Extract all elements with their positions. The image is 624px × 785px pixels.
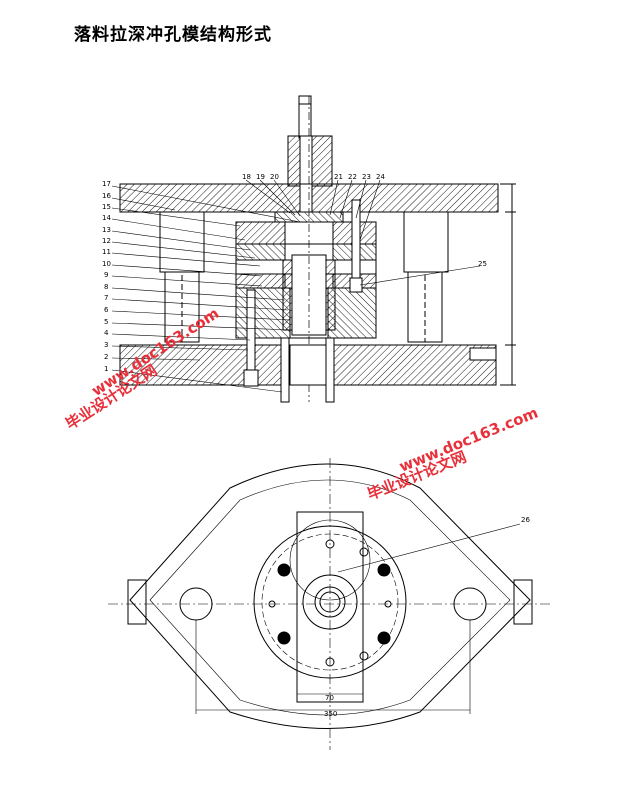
plan-view <box>108 458 550 750</box>
part-label: 18 <box>242 173 251 181</box>
part-label: 15 <box>102 203 111 211</box>
part-label: 17 <box>102 180 111 188</box>
part-label: 8 <box>104 283 108 291</box>
base-outline <box>129 463 531 729</box>
part-label: 20 <box>270 173 279 181</box>
part-label: 9 <box>104 271 108 279</box>
part-label: 1 <box>104 365 108 373</box>
part-label: 5 <box>104 318 108 326</box>
part-label: 3 <box>104 341 108 349</box>
part-label: 14 <box>102 214 111 222</box>
part-label: 16 <box>102 192 111 200</box>
dimension-label: 70 <box>325 694 334 702</box>
part-label: 6 <box>104 306 109 314</box>
watermark-2: 毕业设计论文网 www.doc163.com <box>365 404 541 504</box>
svg-text:www.doc163.com: www.doc163.com <box>397 404 541 476</box>
part-label: 7 <box>104 294 108 302</box>
drawing-title: 落料拉深冲孔模结构形式 <box>74 25 272 45</box>
section-view <box>119 95 516 403</box>
plan-labels: 26 70 350 <box>324 516 530 718</box>
part-label: 23 <box>362 173 371 181</box>
part-label: 12 <box>102 237 111 245</box>
push-rod-left <box>280 337 290 403</box>
part-label: 25 <box>478 260 487 268</box>
dimension-label: 350 <box>324 710 337 718</box>
part-label: 13 <box>102 226 111 234</box>
part-label: 11 <box>102 248 111 256</box>
part-label: 2 <box>104 353 108 361</box>
push-rod-right <box>325 337 335 403</box>
bolt <box>377 563 391 577</box>
bolt <box>277 631 291 645</box>
part-label: 26 <box>521 516 530 524</box>
part-label: 22 <box>348 173 357 181</box>
part-label: 10 <box>102 260 111 268</box>
part-label: 24 <box>376 173 385 181</box>
part-labels-top: 18 19 20 21 22 23 24 25 <box>242 173 487 268</box>
bolt <box>377 631 391 645</box>
stripper-screw <box>351 199 361 291</box>
part-label: 4 <box>104 329 109 337</box>
part-labels-left: 17 16 15 14 13 12 11 10 9 8 7 6 5 4 3 2 … <box>102 180 111 373</box>
part-label: 21 <box>334 173 343 181</box>
leader-lines <box>111 179 481 393</box>
bolt <box>277 563 291 577</box>
part-label: 19 <box>256 173 265 181</box>
